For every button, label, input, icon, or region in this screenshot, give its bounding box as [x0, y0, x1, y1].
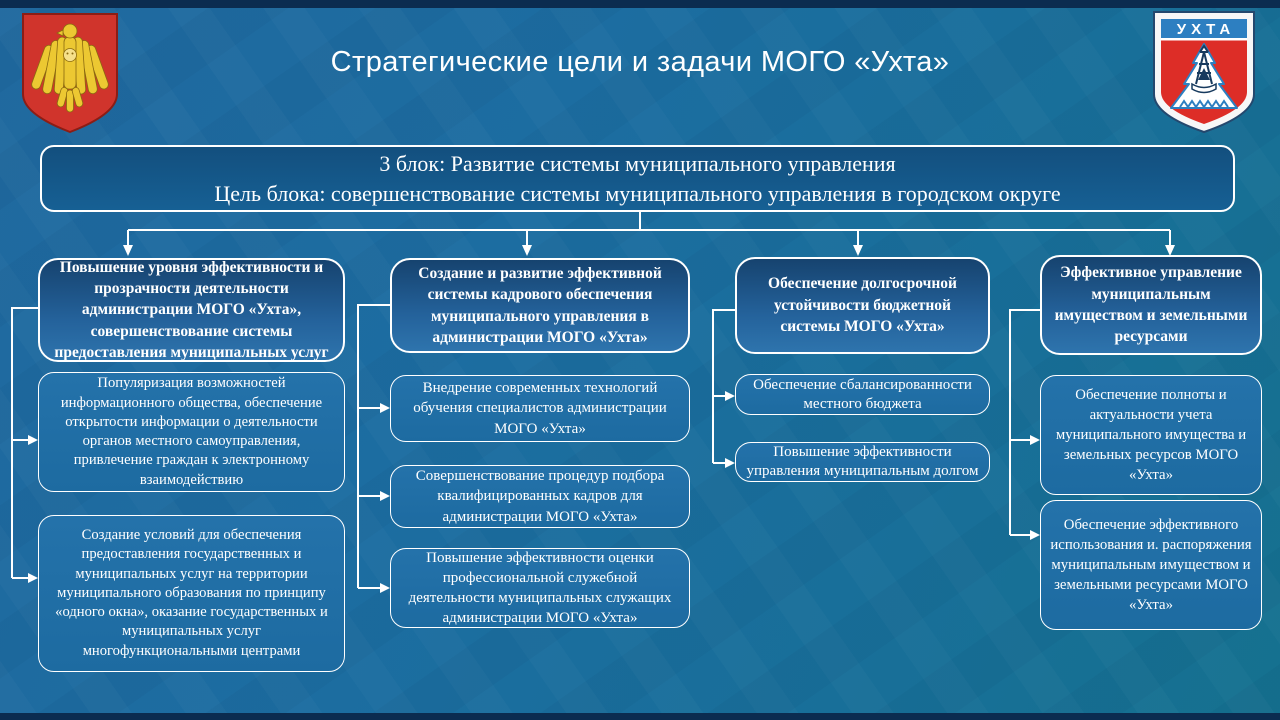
task-box-2-2: Совершенствование процедур подбора квали… [390, 465, 690, 528]
goal-box-2: Создание и развитие эффективной системы … [390, 258, 690, 353]
ukhta-emblem-icon: УХТА [1153, 11, 1255, 134]
task-box-2-3: Повышение эффективности оценки профессио… [390, 548, 690, 628]
komi-coat-of-arms [18, 10, 122, 136]
block-header-line1: 3 блок: Развитие системы муниципального … [379, 151, 896, 177]
task-box-1-1: Популяризация возможностей информационно… [38, 372, 345, 492]
ukhta-emblem-label: УХТА [1177, 21, 1235, 38]
ukhta-coat-of-arms: УХТА [1148, 8, 1260, 136]
block-header-line2: Цель блока: совершенствование системы му… [214, 180, 1061, 206]
bottom-border-strip [0, 713, 1280, 720]
top-border-strip [0, 0, 1280, 8]
task-box-2-1: Внедрение современных технологий обучени… [390, 375, 690, 442]
task-box-3-2: Повышение эффективности управления муниц… [735, 442, 990, 482]
task-box-4-1: Обеспечение полноты и актуальности учета… [1040, 375, 1262, 495]
task-box-1-2: Создание условий для обеспечения предост… [38, 515, 345, 672]
slide-title: Стратегические цели и задачи МОГО «Ухта» [330, 46, 950, 79]
goal-box-1: Повышение уровня эффективности и прозрач… [38, 258, 345, 362]
komi-emblem-icon [22, 13, 118, 134]
block-header: 3 блок: Развитие системы муниципального … [40, 145, 1235, 212]
goal-box-3: Обеспечение долгосрочной устойчивости бю… [735, 257, 990, 354]
task-box-4-2: Обеспечение эффективного использования и… [1040, 500, 1262, 630]
goal-box-4: Эффективное управление муниципальным иму… [1040, 255, 1262, 355]
task-box-3-1: Обеспечение сбалансированности местного … [735, 374, 990, 415]
